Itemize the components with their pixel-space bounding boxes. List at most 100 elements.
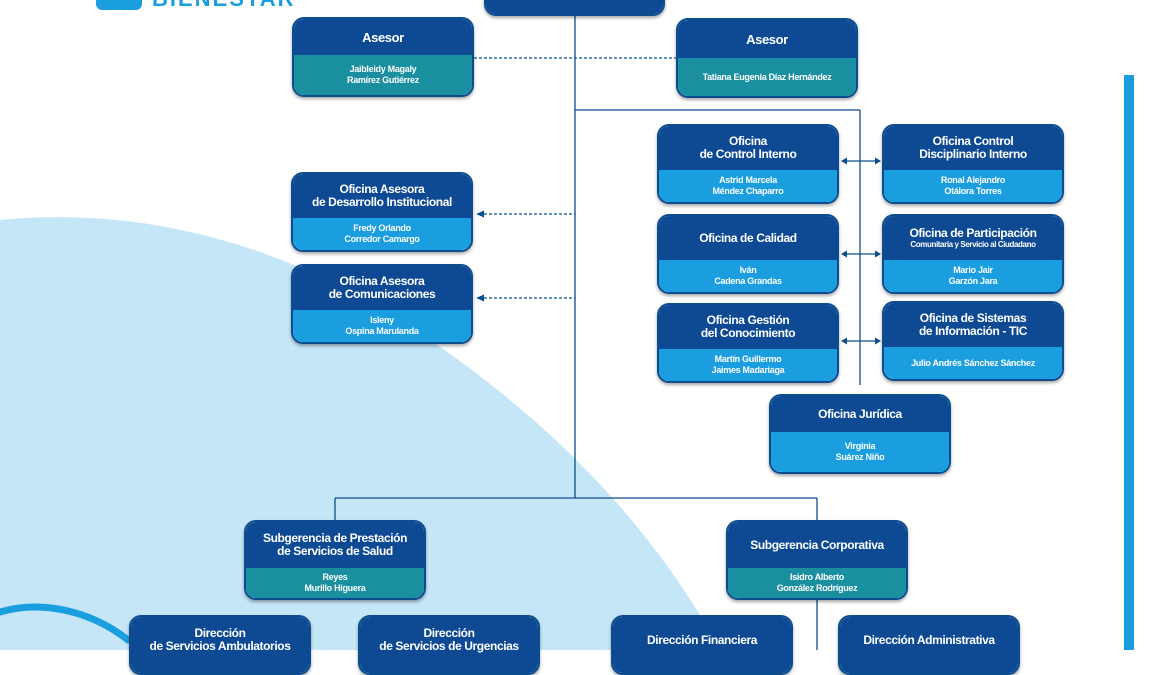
title-line: Oficina (729, 134, 767, 148)
card-oficina-participacion: Oficina de Participación Comunitaria y S… (882, 214, 1064, 294)
top-box-title (486, 0, 663, 14)
card-title: Subgerencia de Prestación de Servicios d… (246, 522, 424, 568)
title-line: Dirección Administrativa (863, 633, 995, 647)
person-line: Isidro Alberto (790, 572, 844, 582)
person-line: Isleny (370, 315, 394, 325)
card-person: Virginia Suárez Niño (771, 432, 949, 472)
card-direccion-financiera: Dirección Financiera (611, 615, 793, 675)
logo: BIENESTAR (96, 0, 296, 10)
title-line: de Control Interno (699, 147, 797, 161)
card-oficina-conocimiento: Oficina Gestión del Conocimiento Martín … (657, 303, 839, 383)
card-title: Oficina Gestión del Conocimiento (659, 305, 837, 349)
card-title: Asesor (678, 20, 856, 58)
person-line: Méndez Chaparro (712, 186, 784, 196)
logo-mark (96, 0, 142, 10)
card-subgerencia-corporativa: Subgerencia Corporativa Isidro Alberto G… (726, 520, 908, 600)
person-line: Ospina Marulanda (345, 326, 419, 336)
card-title: Asesor (294, 19, 472, 55)
card-person: Martín Guillermo Jaimes Madariaga (659, 349, 837, 381)
card-direccion-ambulatorios: Dirección de Servicios Ambulatorios (129, 615, 311, 675)
card-title: Subgerencia Corporativa (728, 522, 906, 568)
title-line: Oficina de Sistemas (919, 311, 1027, 325)
card-title: Oficina de Calidad (659, 216, 837, 260)
title-line: Disciplinario Interno (919, 147, 1027, 161)
person-line: Jaibleidy Magaly (349, 64, 417, 74)
card-title: Oficina de Sistemas de Información - TIC (884, 303, 1062, 347)
card-direccion-urgencias: Dirección de Servicios de Urgencias (358, 615, 540, 675)
card-person: Fredy Orlando Corredor Camargo (293, 218, 471, 250)
title-line: Dirección (194, 626, 246, 640)
title-line: Dirección Financiera (646, 633, 758, 647)
person-line: Otálora Torres (944, 186, 1002, 196)
title-subline: Comunitaria y Servicio al Ciudadano (910, 239, 1036, 249)
person-line: Mario Jair (953, 265, 993, 275)
person-line: González Rodríguez (776, 583, 858, 593)
card-title: Oficina Asesora de Desarrollo Institucio… (293, 174, 471, 218)
top-box (484, 0, 665, 16)
card-title: Oficina de Participación Comunitaria y S… (884, 216, 1062, 260)
title-line: de Servicios de Salud (277, 544, 393, 558)
person-line: Cadena Grandas (714, 276, 782, 286)
person-line: Murillo Higuera (304, 583, 366, 593)
card-person: Reyes Murillo Higuera (246, 568, 424, 598)
person-line: Tatiana Eugenia Díaz Hernández (702, 71, 832, 82)
card-oficina-calidad: Oficina de Calidad Iván Cadena Grandas (657, 214, 839, 294)
person-line: Fredy Orlando (353, 223, 411, 233)
person-line: Suárez Niño (835, 452, 885, 462)
card-title: Dirección Administrativa (840, 617, 1018, 673)
card-person: Jaibleidy Magaly Ramírez Gutiérrez (294, 55, 472, 95)
title-line: Dirección (423, 626, 475, 640)
connector-lines (334, 14, 881, 650)
title-line: Asesor (362, 29, 404, 45)
person-line: Astrid Marcela (719, 175, 777, 185)
card-person: Mario Jair Garzón Jara (884, 260, 1062, 292)
title-line: Oficina Jurídica (818, 406, 902, 421)
person-line: Martín Guillermo (714, 354, 782, 364)
person-line: Garzón Jara (948, 276, 998, 286)
card-asesor-left: Asesor Jaibleidy Magaly Ramírez Gutiérre… (292, 17, 474, 97)
card-person: Isidro Alberto González Rodríguez (728, 568, 906, 598)
card-person: Isleny Ospina Marulanda (293, 310, 471, 342)
person-line: Jaimes Madariaga (711, 365, 785, 375)
title-line: de Servicios Ambulatorios (149, 639, 291, 653)
person-line: Iván (739, 265, 757, 275)
person-line: Corredor Camargo (344, 234, 420, 244)
card-person: Iván Cadena Grandas (659, 260, 837, 292)
person-line: Ronal Alejandro (940, 175, 1006, 185)
card-oficina-disciplinario: Oficina Control Disciplinario Interno Ro… (882, 124, 1064, 204)
title-line: del Conocimiento (700, 326, 796, 340)
background-decoration (0, 75, 1134, 650)
title-line: Oficina Gestión (706, 313, 790, 327)
person-line: Julio Andrés Sánchez Sánchez (911, 357, 1035, 368)
title-line: Oficina Asesora (339, 274, 425, 288)
title-line: Oficina de Participación (909, 225, 1037, 240)
card-title: Oficina de Control Interno (659, 126, 837, 170)
logo-text: BIENESTAR (152, 0, 296, 10)
card-asesor-right: Asesor Tatiana Eugenia Díaz Hernández (676, 18, 858, 98)
title-line: Oficina Control (932, 134, 1014, 148)
card-oficina-sistemas: Oficina de Sistemas de Información - TIC… (882, 301, 1064, 381)
person-line: Reyes (322, 572, 348, 582)
title-line: Oficina Asesora (339, 182, 425, 196)
card-title: Oficina Jurídica (771, 396, 949, 432)
card-direccion-administrativa: Dirección Administrativa (838, 615, 1020, 675)
card-title: Oficina Control Disciplinario Interno (884, 126, 1062, 170)
title-line: de Comunicaciones (328, 287, 436, 301)
title-line: Subgerencia Corporativa (750, 537, 884, 552)
title-line: Oficina de Calidad (699, 230, 797, 245)
card-person: Tatiana Eugenia Díaz Hernández (678, 58, 856, 96)
card-subgerencia-salud: Subgerencia de Prestación de Servicios d… (244, 520, 426, 600)
title-line: Asesor (746, 31, 788, 47)
title-line: de Servicios de Urgencias (379, 639, 519, 653)
title-line: de Información - TIC (918, 324, 1027, 338)
card-title: Dirección de Servicios Ambulatorios (131, 617, 309, 673)
title-line: de Desarrollo Institucional (312, 195, 452, 209)
card-title: Dirección Financiera (613, 617, 791, 673)
card-oficina-desarrollo: Oficina Asesora de Desarrollo Institucio… (291, 172, 473, 252)
title-line: Subgerencia de Prestación (262, 531, 408, 545)
card-title: Oficina Asesora de Comunicaciones (293, 266, 471, 310)
card-person: Ronal Alejandro Otálora Torres (884, 170, 1062, 202)
person-line: Ramírez Gutiérrez (347, 75, 419, 85)
card-oficina-control-interno: Oficina de Control Interno Astrid Marcel… (657, 124, 839, 204)
card-person: Astrid Marcela Méndez Chaparro (659, 170, 837, 202)
